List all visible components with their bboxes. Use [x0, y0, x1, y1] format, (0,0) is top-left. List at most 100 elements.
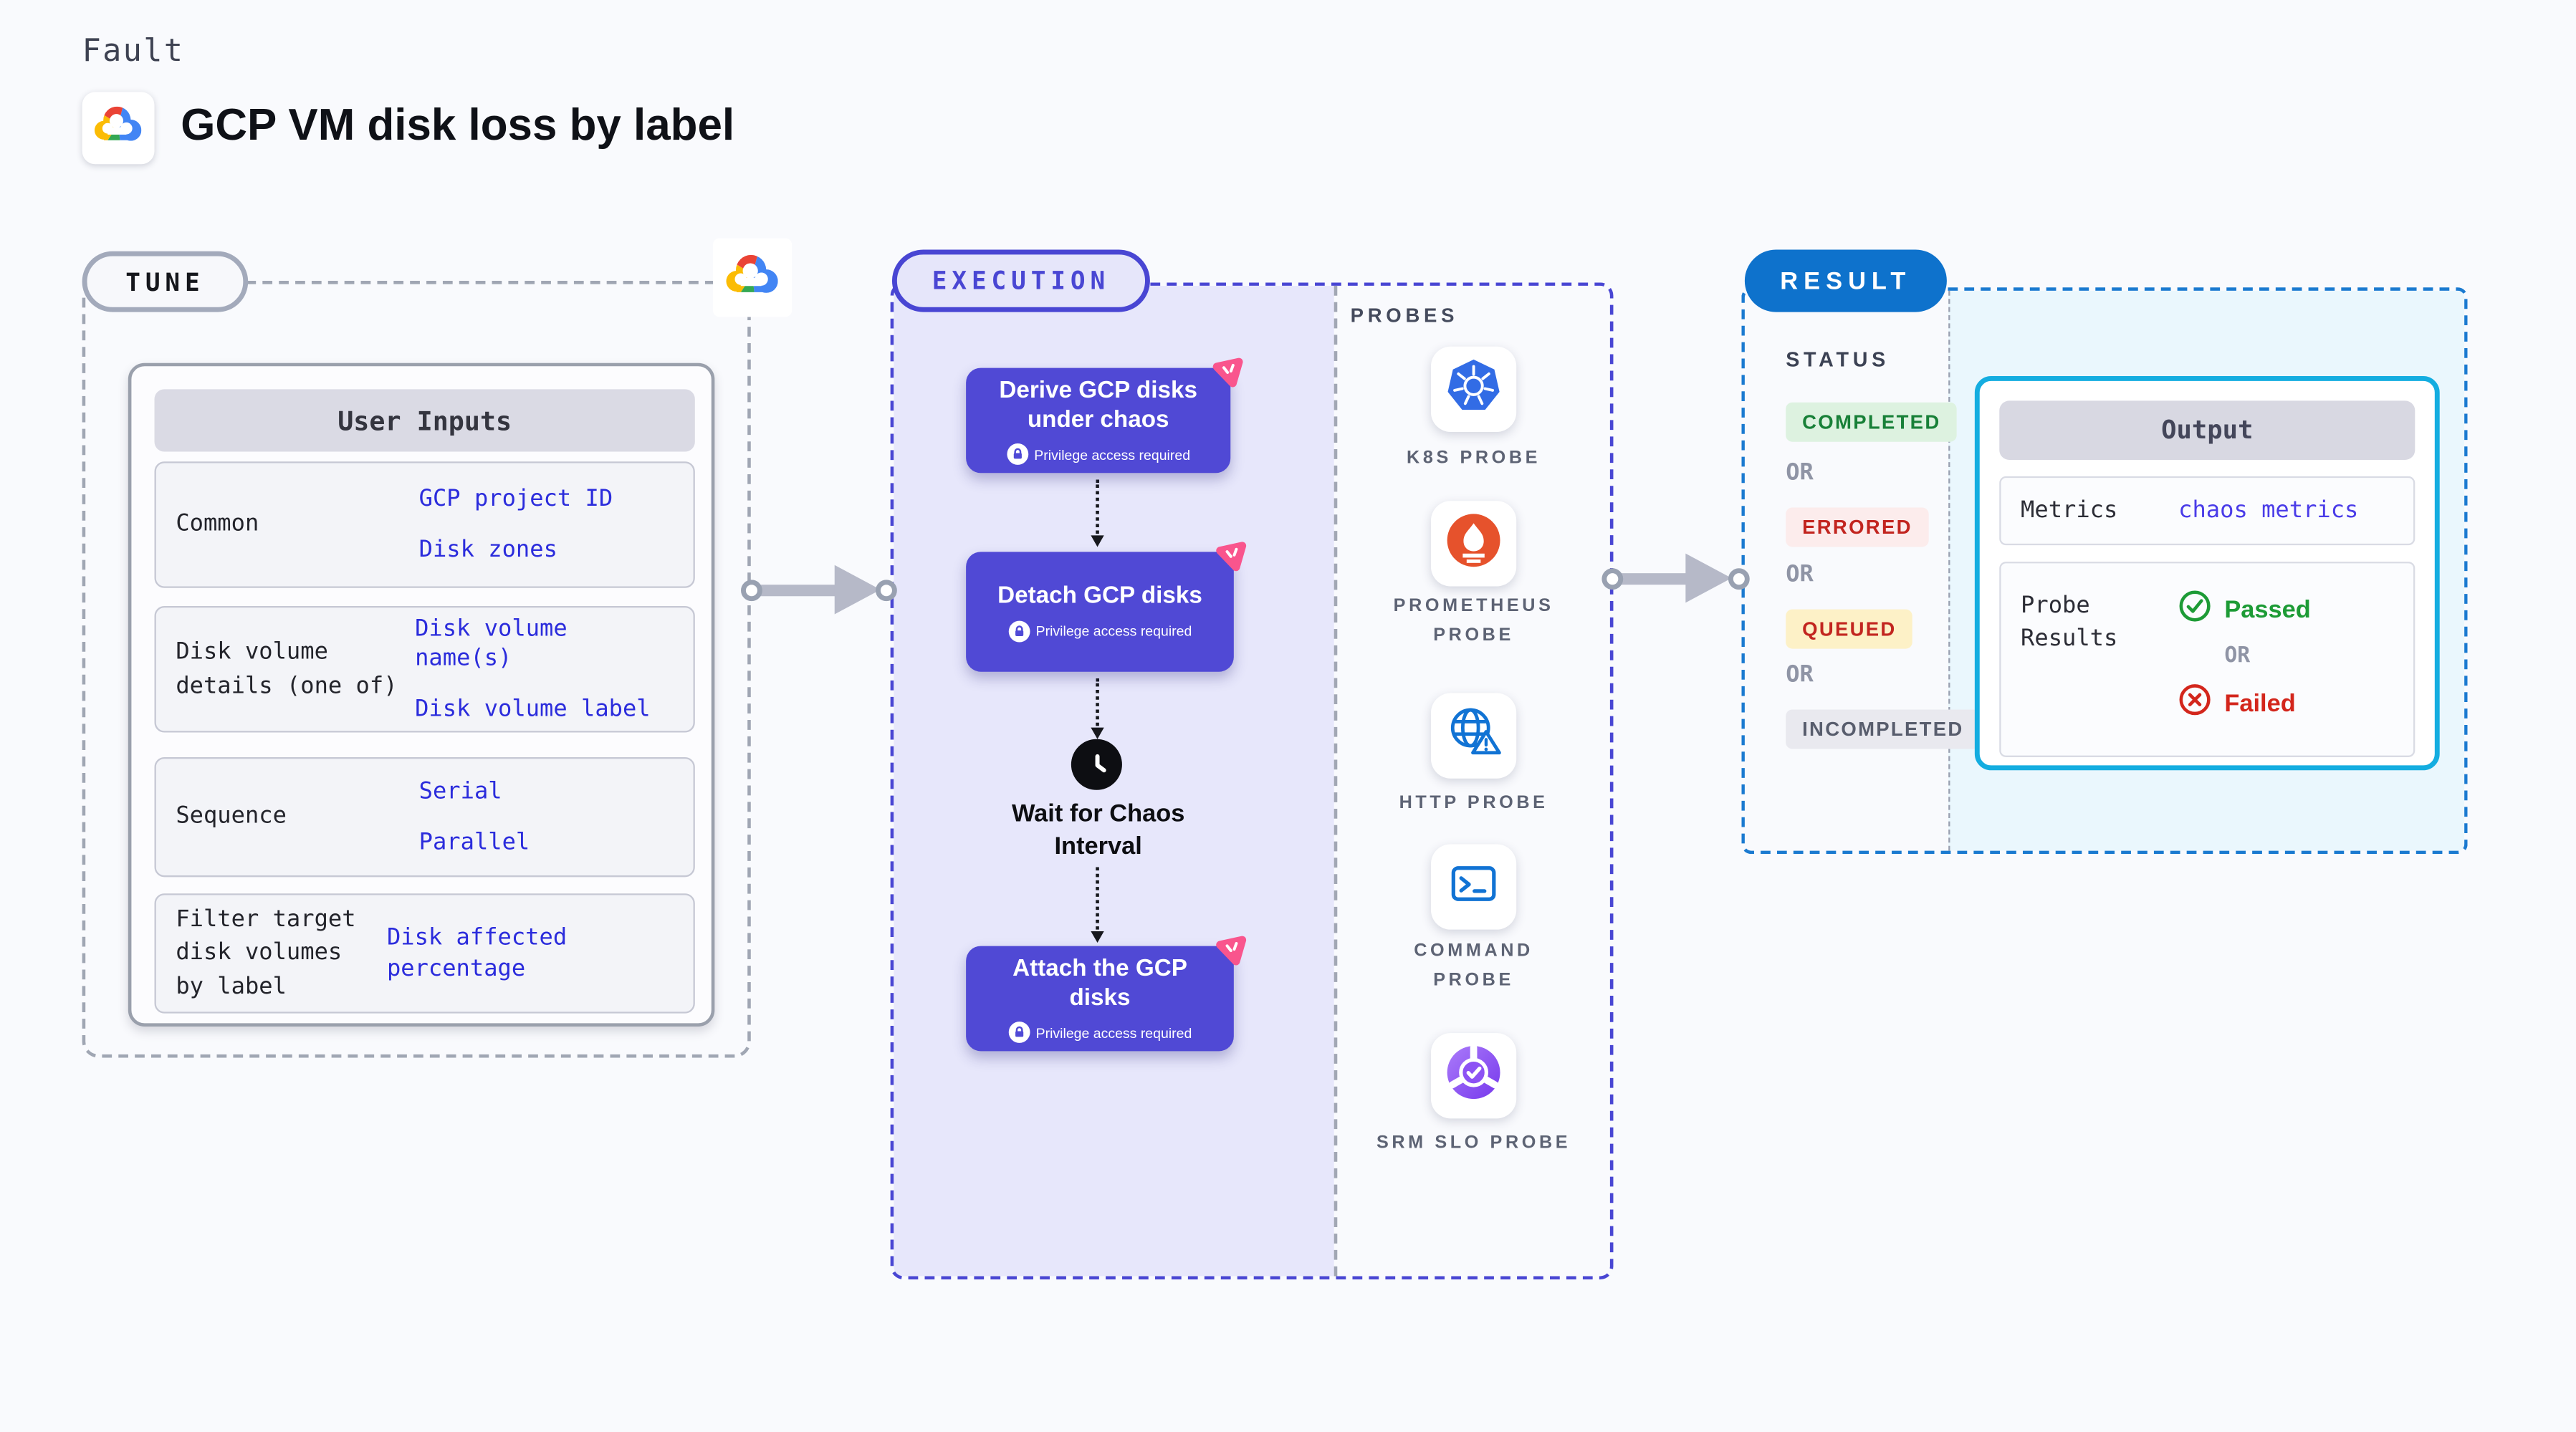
privilege-note-text: Privilege access required — [1035, 1024, 1192, 1041]
row-value: Disk affected percentage — [386, 925, 568, 981]
or-label: OR — [1786, 661, 1814, 688]
check-circle-icon — [2178, 590, 2211, 629]
dotted-connector — [1096, 867, 1099, 930]
privilege-note: Privilege access required — [1007, 1022, 1192, 1044]
connector-ring — [1728, 568, 1750, 590]
gcp-logo-chip — [82, 92, 155, 165]
or-label: OR — [2224, 643, 2251, 669]
gcp-cloud-icon — [718, 247, 787, 308]
table-row: Disk volume details (one of) Disk volume… — [154, 606, 695, 733]
row-value: Serial — [418, 778, 502, 805]
row-value: Disk volume label — [415, 696, 651, 724]
output-header: Output — [1999, 400, 2415, 460]
probe-results-row: Probe Results Passed OR Failed — [1999, 562, 2415, 757]
probe-item — [1430, 346, 1517, 432]
passed-row: Passed — [2178, 590, 2311, 629]
dotted-arrowhead — [1090, 727, 1103, 739]
flow-arrowhead — [1685, 553, 1732, 603]
row-label: Sequence — [176, 803, 287, 830]
probe-item — [1430, 501, 1517, 587]
row-value: Disk volume name(s) — [415, 615, 568, 672]
connector-ring — [741, 580, 762, 602]
row-label: Common — [176, 511, 259, 538]
row-value: GCP project ID — [418, 486, 613, 512]
flow-arrow — [1619, 573, 1692, 585]
terminal-icon — [1444, 853, 1503, 921]
lock-icon — [1006, 443, 1028, 466]
or-label: OR — [1786, 562, 1814, 588]
tune-badge: TUNE — [82, 251, 249, 312]
probes-divider — [1334, 285, 1338, 1277]
probe-item — [1430, 693, 1517, 779]
gcp-cloud-icon — [87, 100, 150, 156]
gcp-corner-logo — [713, 238, 793, 317]
row-label: Filter target disk volumes by label — [176, 906, 356, 1000]
tune-section-box — [82, 281, 751, 1058]
flow-arrowhead — [834, 564, 881, 615]
status-badge-errored: ERRORED — [1786, 507, 1929, 547]
flow-arrow — [759, 585, 838, 597]
probe-item — [1430, 1033, 1517, 1119]
probe-results-label: Probe Results — [2021, 592, 2118, 653]
user-inputs-header: User Inputs — [154, 389, 695, 452]
probe-label: COMMAND PROBE — [1414, 941, 1533, 990]
page-title: GCP VM disk loss by label — [181, 100, 735, 150]
chaos-pink-icon — [1211, 931, 1249, 969]
status-badge-completed: COMPLETED — [1786, 402, 1958, 442]
row-label: Disk volume details (one of) — [176, 639, 398, 699]
probe-label: PROMETHEUS PROBE — [1393, 596, 1554, 645]
step-title: Detach GCP disks — [997, 583, 1202, 610]
probe-label: HTTP PROBE — [1399, 793, 1548, 813]
connector-ring — [876, 580, 897, 602]
clock-icon — [1071, 739, 1122, 790]
privilege-note-text: Privilege access required — [1034, 446, 1191, 463]
status-heading: STATUS — [1786, 348, 1890, 372]
or-label: OR — [1786, 459, 1814, 486]
lock-icon — [1007, 1022, 1030, 1044]
failed-row: Failed — [2178, 683, 2311, 723]
step-derive-gcp-disks: Derive GCP disks under chaos Privilege a… — [966, 367, 1231, 474]
step-attach-gcp-disks: Attach the GCP disks Privilege access re… — [966, 946, 1234, 1052]
probe-label: K8S PROBE — [1407, 448, 1541, 468]
lock-icon — [1007, 620, 1030, 642]
metrics-label: Metrics — [2021, 497, 2118, 524]
row-value: Disk zones — [418, 537, 557, 564]
probe-item — [1430, 844, 1517, 930]
fault-kind-label: Fault — [82, 32, 185, 69]
step-detach-gcp-disks: Detach GCP disks Privilege access requir… — [966, 552, 1234, 672]
privilege-note: Privilege access required — [1006, 443, 1191, 466]
table-row: Sequence Serial Parallel — [154, 756, 695, 878]
metrics-row: Metrics chaos metrics — [1999, 476, 2415, 546]
step-title: Derive GCP disks under chaos — [999, 378, 1197, 434]
prometheus-icon — [1444, 510, 1503, 577]
failed-label: Failed — [2224, 688, 2296, 717]
dotted-connector — [1096, 678, 1099, 726]
privilege-note: Privilege access required — [1007, 620, 1192, 642]
step-title: Attach the GCP disks — [1012, 956, 1187, 1012]
execution-badge: EXECUTION — [891, 249, 1150, 312]
privilege-note-text: Privilege access required — [1035, 623, 1192, 640]
metrics-value: chaos metrics — [2178, 497, 2359, 524]
status-badge-queued: QUEUED — [1786, 609, 1913, 649]
dotted-connector — [1096, 479, 1099, 534]
table-row: Common GCP project ID Disk zones — [154, 461, 695, 588]
connector-ring — [1601, 568, 1624, 590]
status-badge-incompleted: INCOMPLETED — [1786, 709, 1981, 749]
kubernetes-icon — [1444, 355, 1503, 423]
result-badge: RESULT — [1744, 249, 1947, 312]
dotted-arrowhead — [1090, 931, 1103, 943]
chaos-pink-icon — [1211, 537, 1249, 575]
http-globe-icon — [1444, 702, 1503, 769]
dotted-arrowhead — [1090, 535, 1103, 547]
result-divider — [1948, 290, 1950, 851]
x-circle-icon — [2178, 683, 2211, 723]
passed-label: Passed — [2224, 595, 2311, 624]
output-card: Output Metrics chaos metrics Probe Resul… — [1974, 376, 2440, 771]
table-row: Filter target disk volumes by label Disk… — [154, 893, 695, 1014]
row-value: Parallel — [418, 829, 530, 856]
probe-label: SRM SLO PROBE — [1376, 1133, 1571, 1153]
chaos-pink-icon — [1207, 353, 1245, 391]
srm-slo-icon — [1444, 1042, 1503, 1110]
step-wait-for-chaos-interval: Wait for Chaos Interval — [1011, 799, 1185, 860]
